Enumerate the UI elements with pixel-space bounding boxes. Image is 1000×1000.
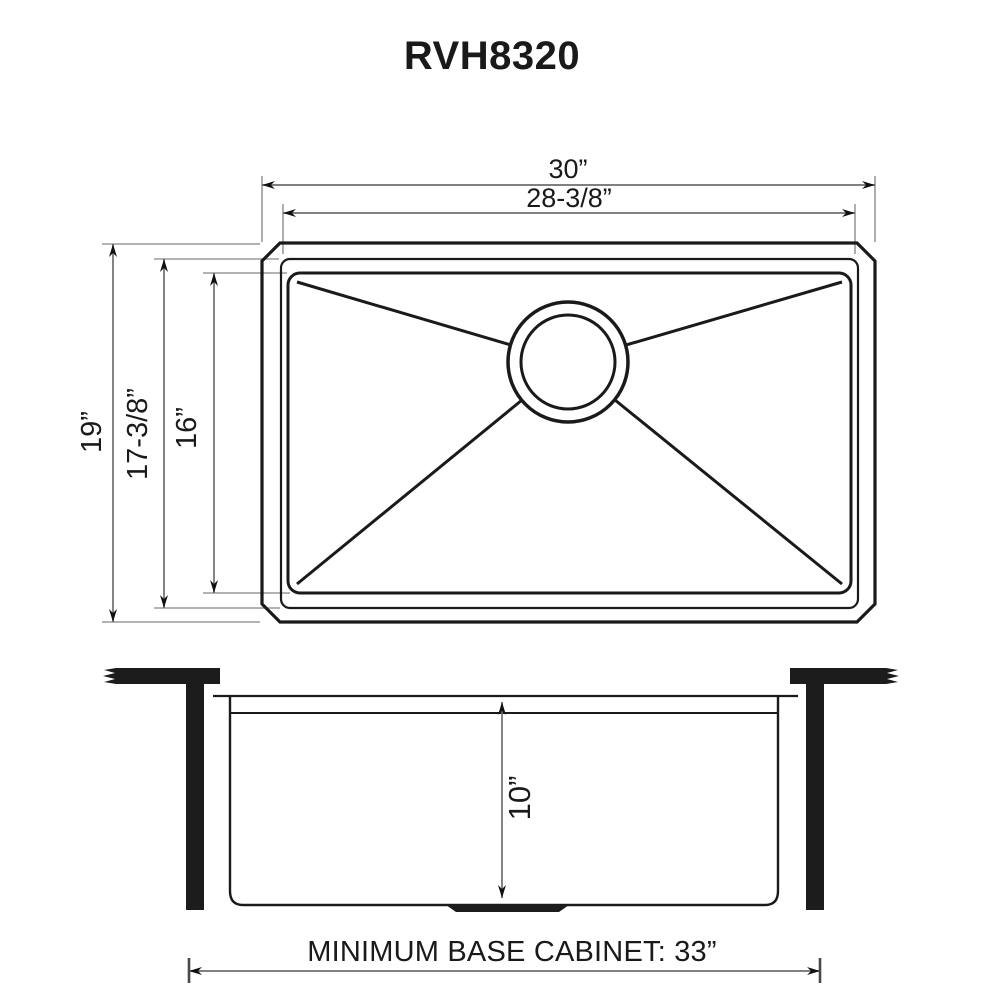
product-title: RVH8320: [404, 34, 580, 78]
top-view-sink: [260, 241, 877, 624]
countertop-left: [103, 668, 220, 684]
bowl-slope-line-bottom-left: [296, 398, 523, 586]
drain-inner-circle: [519, 313, 617, 411]
bowl-slope-line-top-left: [296, 280, 512, 347]
side-view: 10”: [103, 668, 899, 912]
sink-middle-rim: [279, 257, 860, 610]
dim-label-bowl-depth: 10”: [502, 776, 537, 821]
sink-outer-rim: [260, 241, 877, 624]
dim-label-outer-height: 19”: [76, 411, 108, 453]
bowl-slope-line-bottom-right: [614, 398, 843, 586]
drain-fitting: [446, 905, 569, 912]
dim-label-bowl-height: 16”: [171, 407, 203, 449]
sink-bowl: [286, 271, 853, 595]
cabinet-wall-left: [186, 684, 204, 910]
dim-label-middle-height: 17-3/8”: [122, 388, 154, 480]
dim-label-inner-width: 28-3/8”: [526, 183, 612, 213]
drain-outer-circle: [506, 300, 630, 424]
top-view-dimension-lines: [109, 181, 875, 622]
min-base-cabinet-label: MINIMUM BASE CABINET: 33”: [307, 936, 716, 968]
cabinet-wall-right: [806, 684, 824, 910]
countertop-right: [790, 668, 899, 684]
bowl-slope-line-top-right: [625, 280, 843, 347]
dim-label-outer-width: 30”: [548, 154, 587, 184]
footer-dimension: MINIMUM BASE CABINET: 33”: [187, 936, 822, 983]
